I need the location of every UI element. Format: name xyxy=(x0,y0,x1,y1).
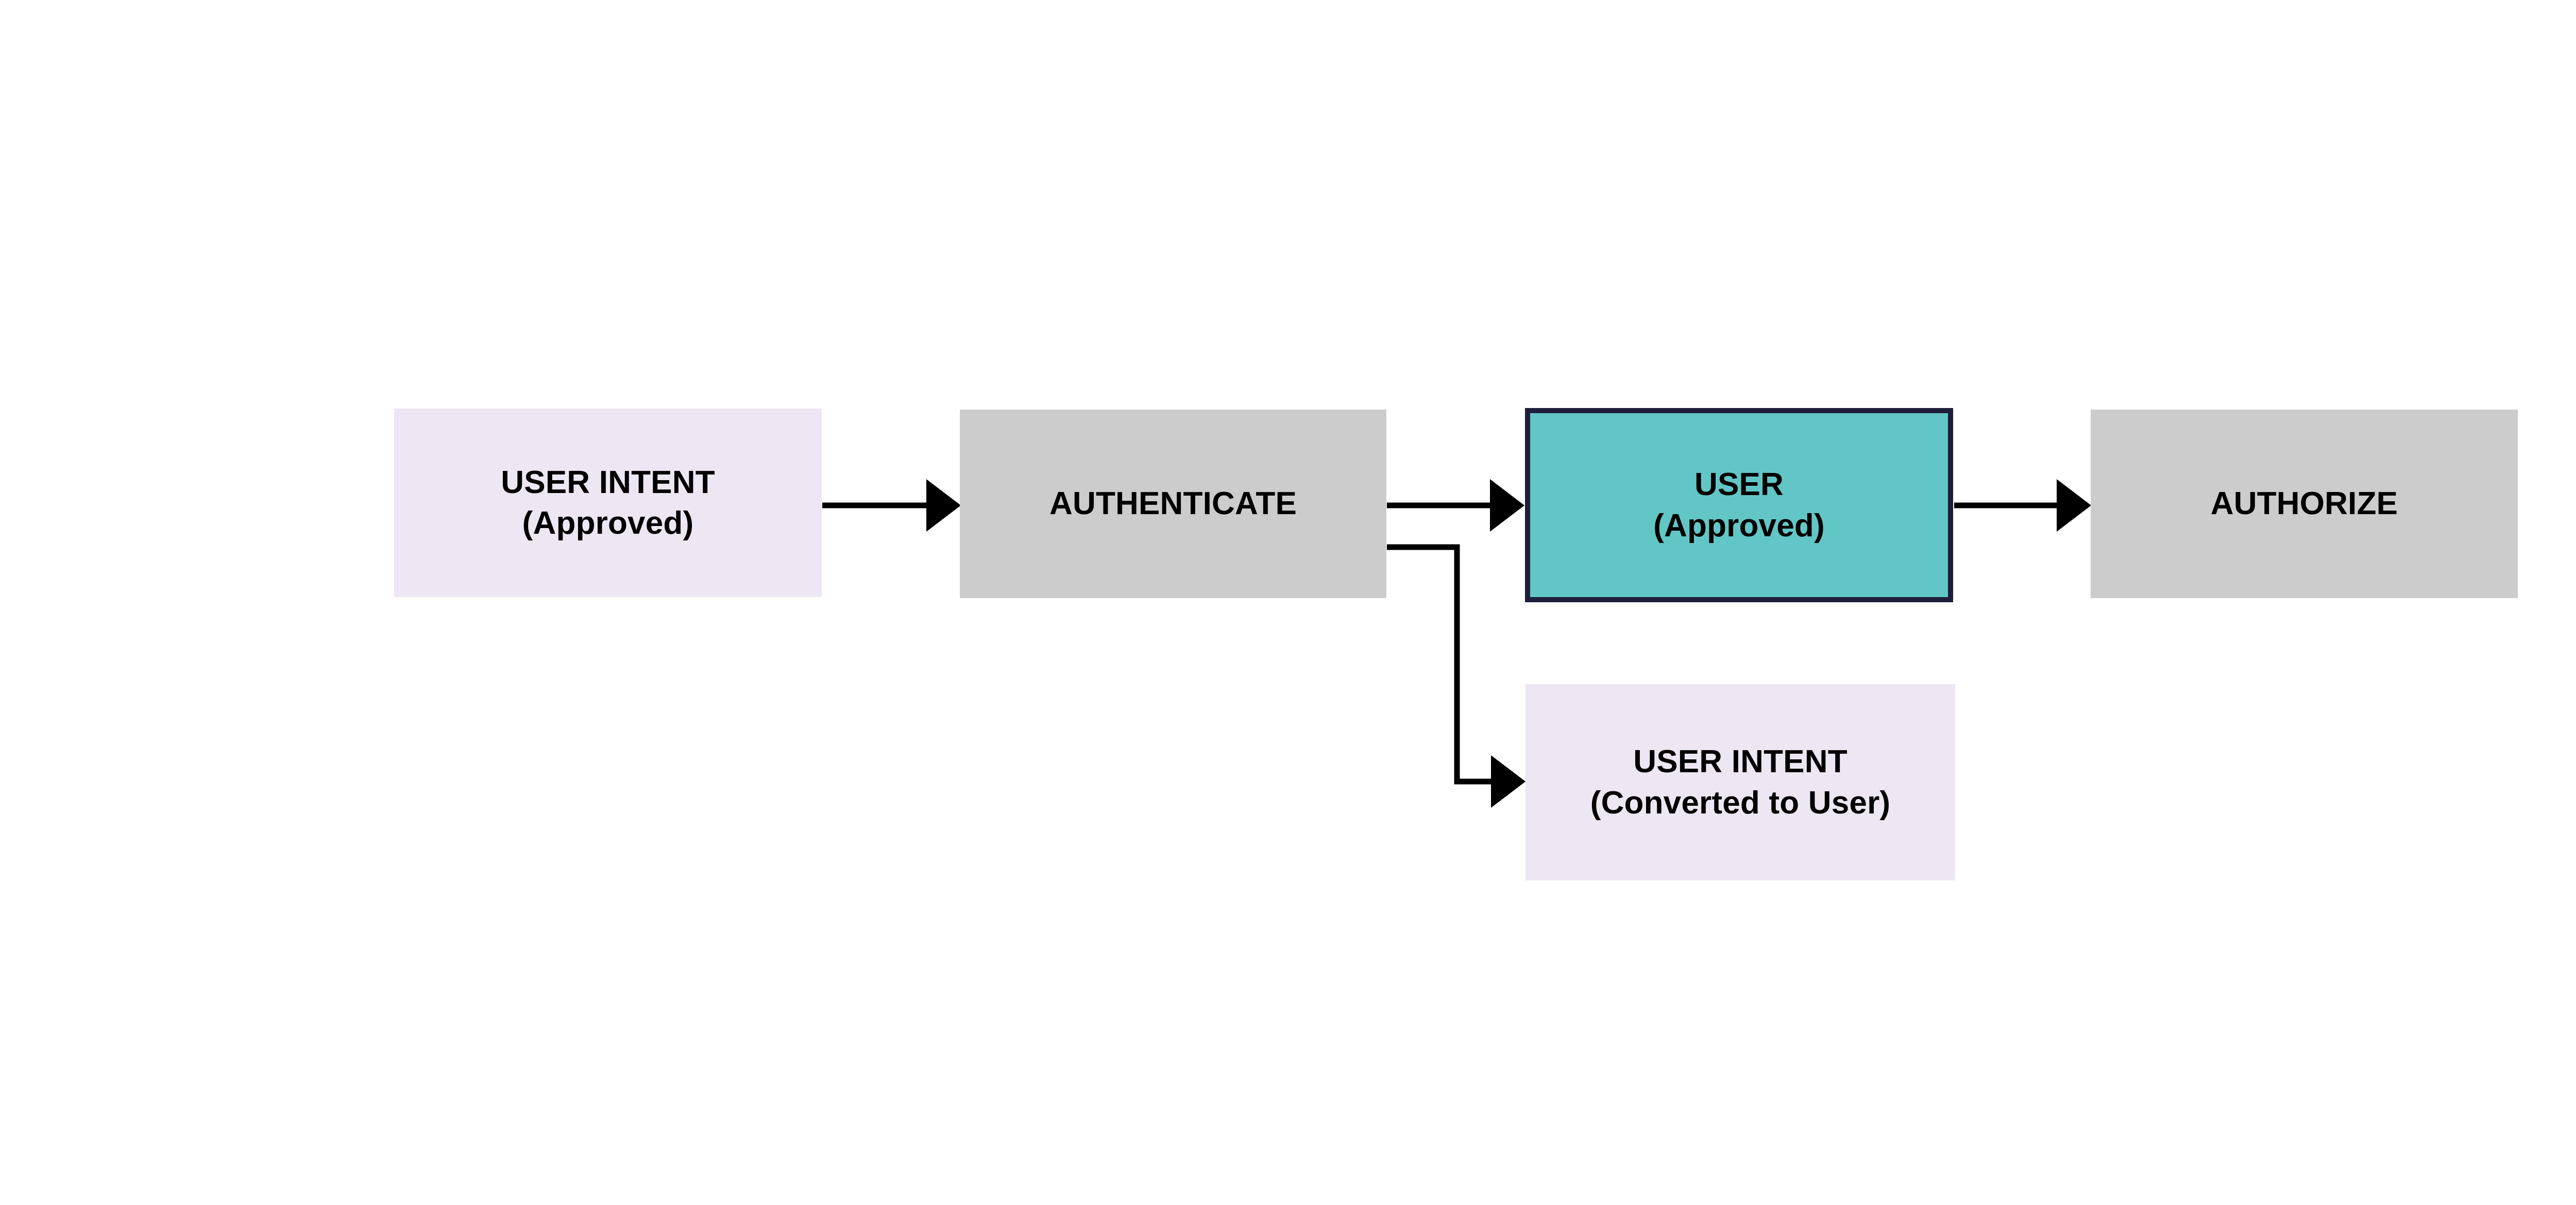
node-label-line1: USER xyxy=(1694,467,1784,503)
edge-authenticate-to-user xyxy=(1387,479,1524,532)
node-user-intent-converted[interactable]: USER INTENT (Converted to User) xyxy=(1526,684,1955,880)
node-label-line1: AUTHENTICATE xyxy=(1049,486,1297,522)
node-label-line1: AUTHORIZE xyxy=(2210,486,2398,522)
edge-authenticate-to-converted xyxy=(1387,544,1526,808)
node-user-intent-approved[interactable]: USER INTENT (Approved) xyxy=(394,409,822,597)
node-user-approved[interactable]: USER (Approved) xyxy=(1525,408,1953,602)
node-label-line2: (Approved) xyxy=(522,505,694,541)
node-authenticate[interactable]: AUTHENTICATE xyxy=(960,410,1386,598)
edge-intent-to-authenticate xyxy=(822,479,961,532)
node-label-line2: (Converted to User) xyxy=(1590,785,1891,821)
node-label-line2: (Approved) xyxy=(1653,507,1825,544)
edge-user-to-authorize xyxy=(1954,479,2091,532)
node-label-line1: USER INTENT xyxy=(501,464,715,500)
node-label-line1: USER INTENT xyxy=(1633,744,1848,780)
node-authorize[interactable]: AUTHORIZE xyxy=(2091,410,2518,598)
